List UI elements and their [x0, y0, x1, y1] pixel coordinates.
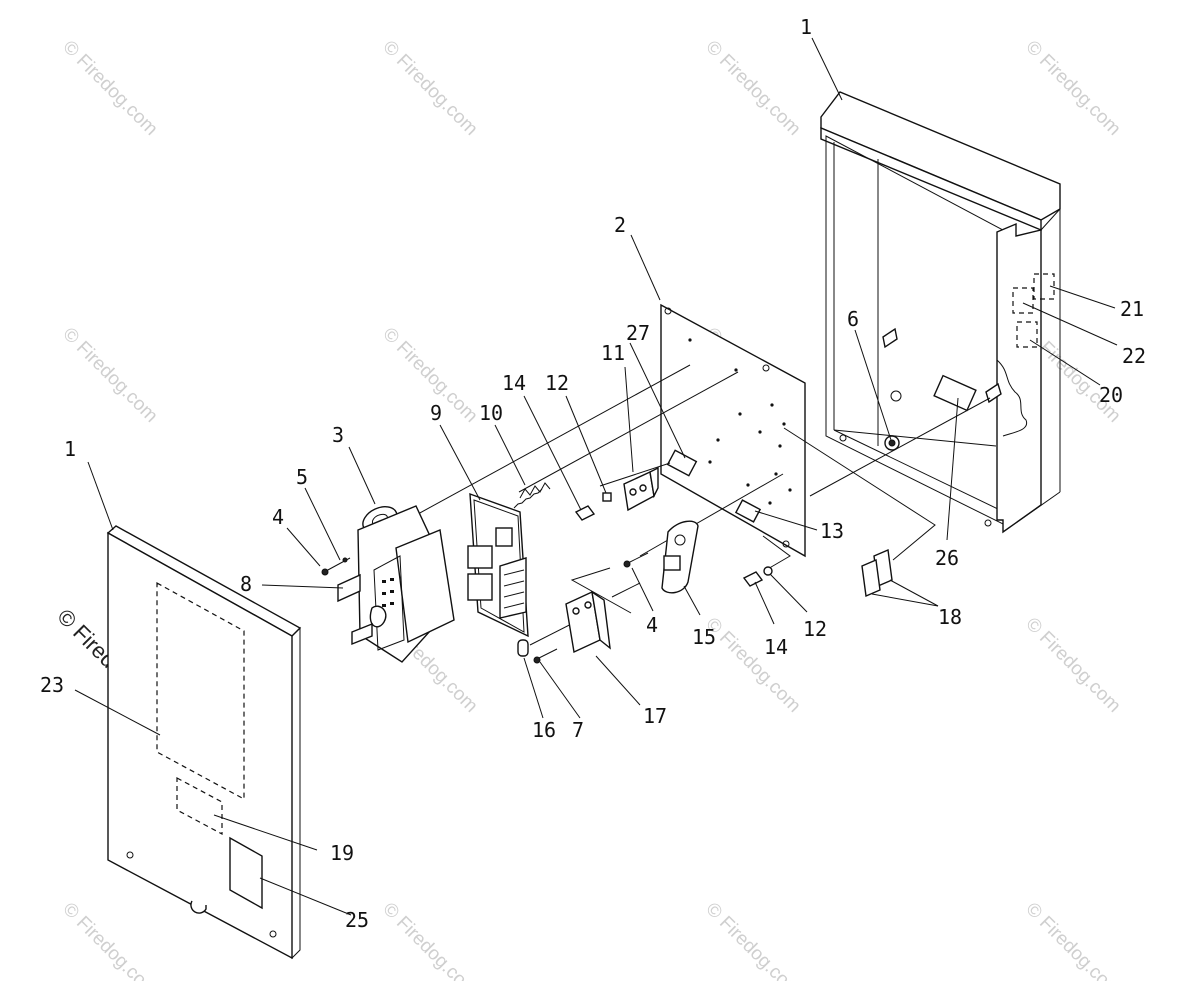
enclosure-body	[820, 91, 1061, 534]
front-cover	[106, 525, 302, 960]
watermark: © Firedog.com	[701, 37, 804, 140]
callout-4: 4	[646, 613, 658, 637]
watermark: © Firedog.com	[701, 614, 804, 717]
watermark: © Firedog.com	[378, 37, 481, 140]
watermark: © Firedog.com	[378, 899, 481, 981]
contactor-assembly	[351, 505, 455, 663]
spring	[519, 482, 551, 499]
callout-2: 2	[614, 213, 626, 237]
callout-16: 16	[532, 718, 556, 742]
watermark: © Firedog.com	[58, 899, 161, 981]
callout-8: 8	[240, 572, 252, 596]
callout-3: 3	[332, 423, 344, 447]
callout-14: 14	[502, 371, 526, 395]
callout-12: 12	[803, 617, 827, 641]
callout-14: 14	[764, 635, 788, 659]
leader-lines	[74, 37, 1118, 916]
assembly-lines	[406, 364, 991, 646]
callout-5: 5	[296, 465, 308, 489]
callout-labels: 1 1 2 3 4 4 5 6 7 8 9 10 11 12 12 13 14 …	[40, 15, 1146, 932]
circuit-board	[467, 488, 543, 638]
watermark: © Firedog.com	[701, 899, 804, 981]
callout-1: 1	[64, 437, 76, 461]
watermark: © Firedog.com	[1021, 899, 1124, 981]
watermark: © Firedog.com	[58, 324, 161, 427]
callout-12: 12	[545, 371, 569, 395]
callout-21: 21	[1120, 297, 1144, 321]
watermark: © Firedog.com	[58, 37, 161, 140]
watermark: © Firedog.com	[1021, 614, 1124, 717]
callout-4: 4	[272, 505, 284, 529]
callout-1: 1	[800, 15, 812, 39]
callout-23: 23	[40, 673, 64, 697]
hardware	[321, 466, 893, 664]
callout-27: 27	[626, 321, 650, 345]
callout-25: 25	[345, 908, 369, 932]
callout-13: 13	[820, 519, 844, 543]
callout-10: 10	[479, 401, 503, 425]
mounting-plate	[660, 303, 806, 558]
callout-9: 9	[430, 401, 442, 425]
callout-19: 19	[330, 841, 354, 865]
callout-7: 7	[572, 718, 584, 742]
callout-18: 18	[938, 605, 962, 629]
callout-15: 15	[692, 625, 716, 649]
watermark: © Firedog.com	[1021, 37, 1124, 140]
callout-20: 20	[1099, 383, 1123, 407]
callout-6: 6	[847, 307, 859, 331]
callout-17: 17	[643, 704, 667, 728]
callout-11: 11	[601, 341, 625, 365]
callout-26: 26	[935, 546, 959, 570]
callout-22: 22	[1122, 344, 1146, 368]
